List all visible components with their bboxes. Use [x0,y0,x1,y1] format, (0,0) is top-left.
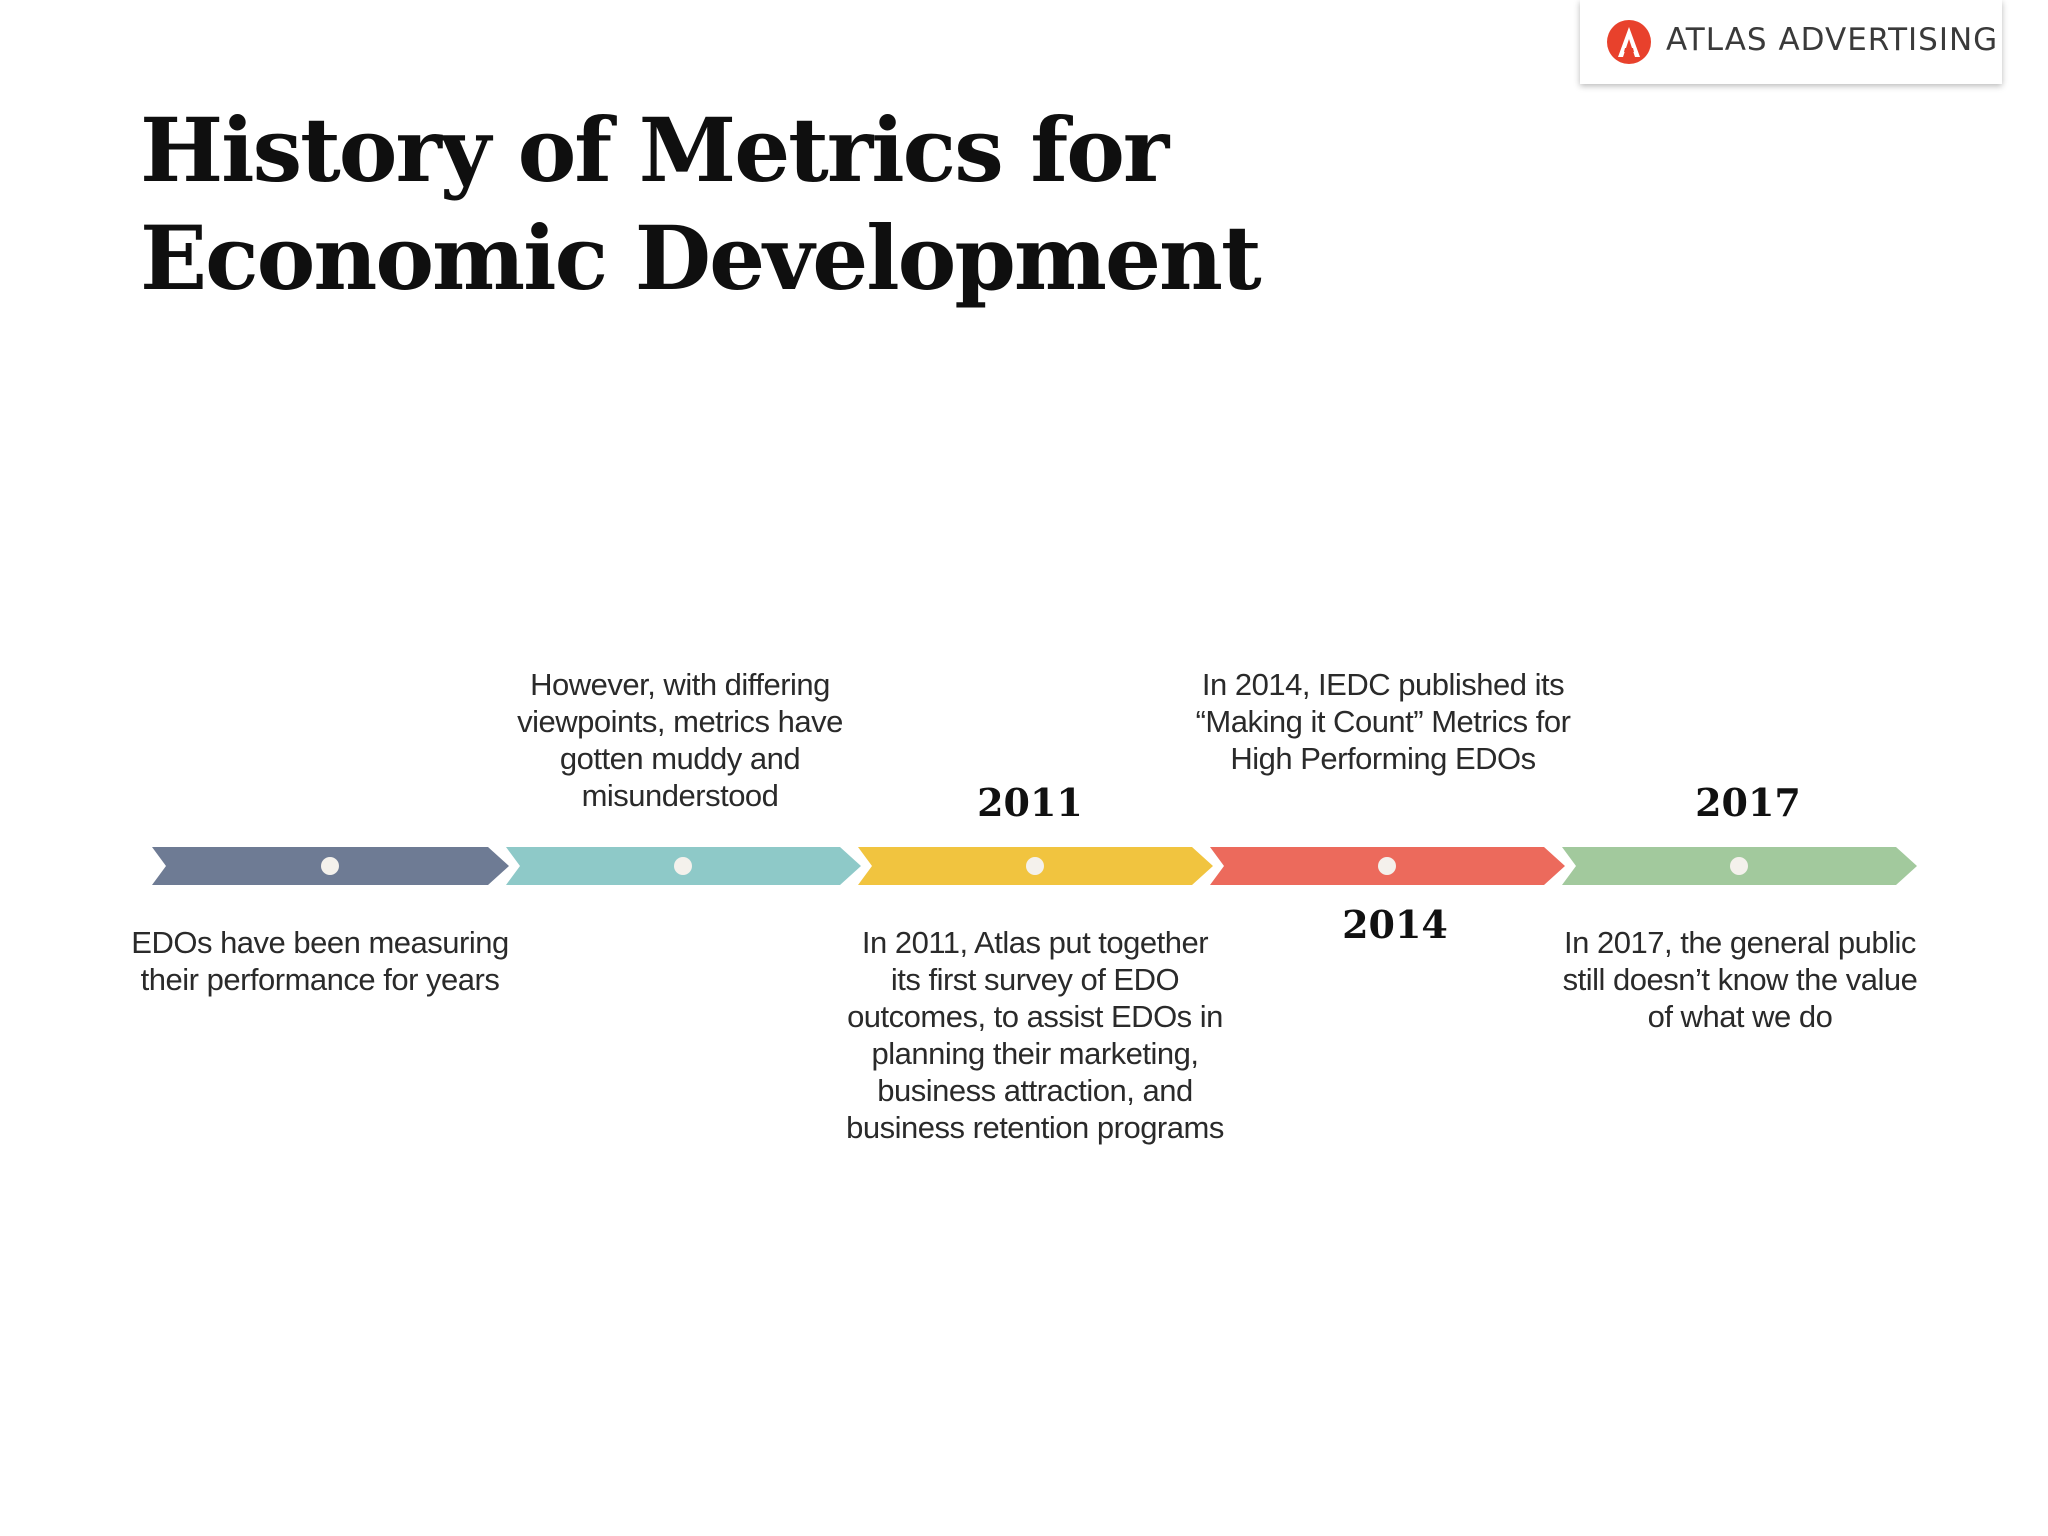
brand-logo: ATLAS ADVERTISING [1580,0,2002,84]
year-2014: 2014 [1342,902,1448,947]
brand-name: ATLAS ADVERTISING [1666,22,1999,58]
timeline-dot-2 [674,857,692,875]
year-2017: 2017 [1695,780,1801,825]
timeline-dot-3 [1026,857,1044,875]
milestone-1-text: EDOs have been measuring their performan… [131,925,509,997]
page-title: History of Metrics for Economic Developm… [140,98,1262,310]
milestone-3-text: In 2011, Atlas put together its first su… [846,925,1224,1145]
timeline-dot-1 [321,857,339,875]
timeline-dot-4 [1378,857,1396,875]
milestone-2-text: However, with differing viewpoints, metr… [517,667,843,813]
year-2011: 2011 [977,780,1083,825]
atlas-logo-icon [1607,20,1651,64]
milestone-4-text: In 2014, IEDC published its “Making it C… [1195,667,1571,776]
milestone-5-text: In 2017, the general public still doesn’… [1562,925,1918,1034]
timeline-dot-5 [1730,857,1748,875]
